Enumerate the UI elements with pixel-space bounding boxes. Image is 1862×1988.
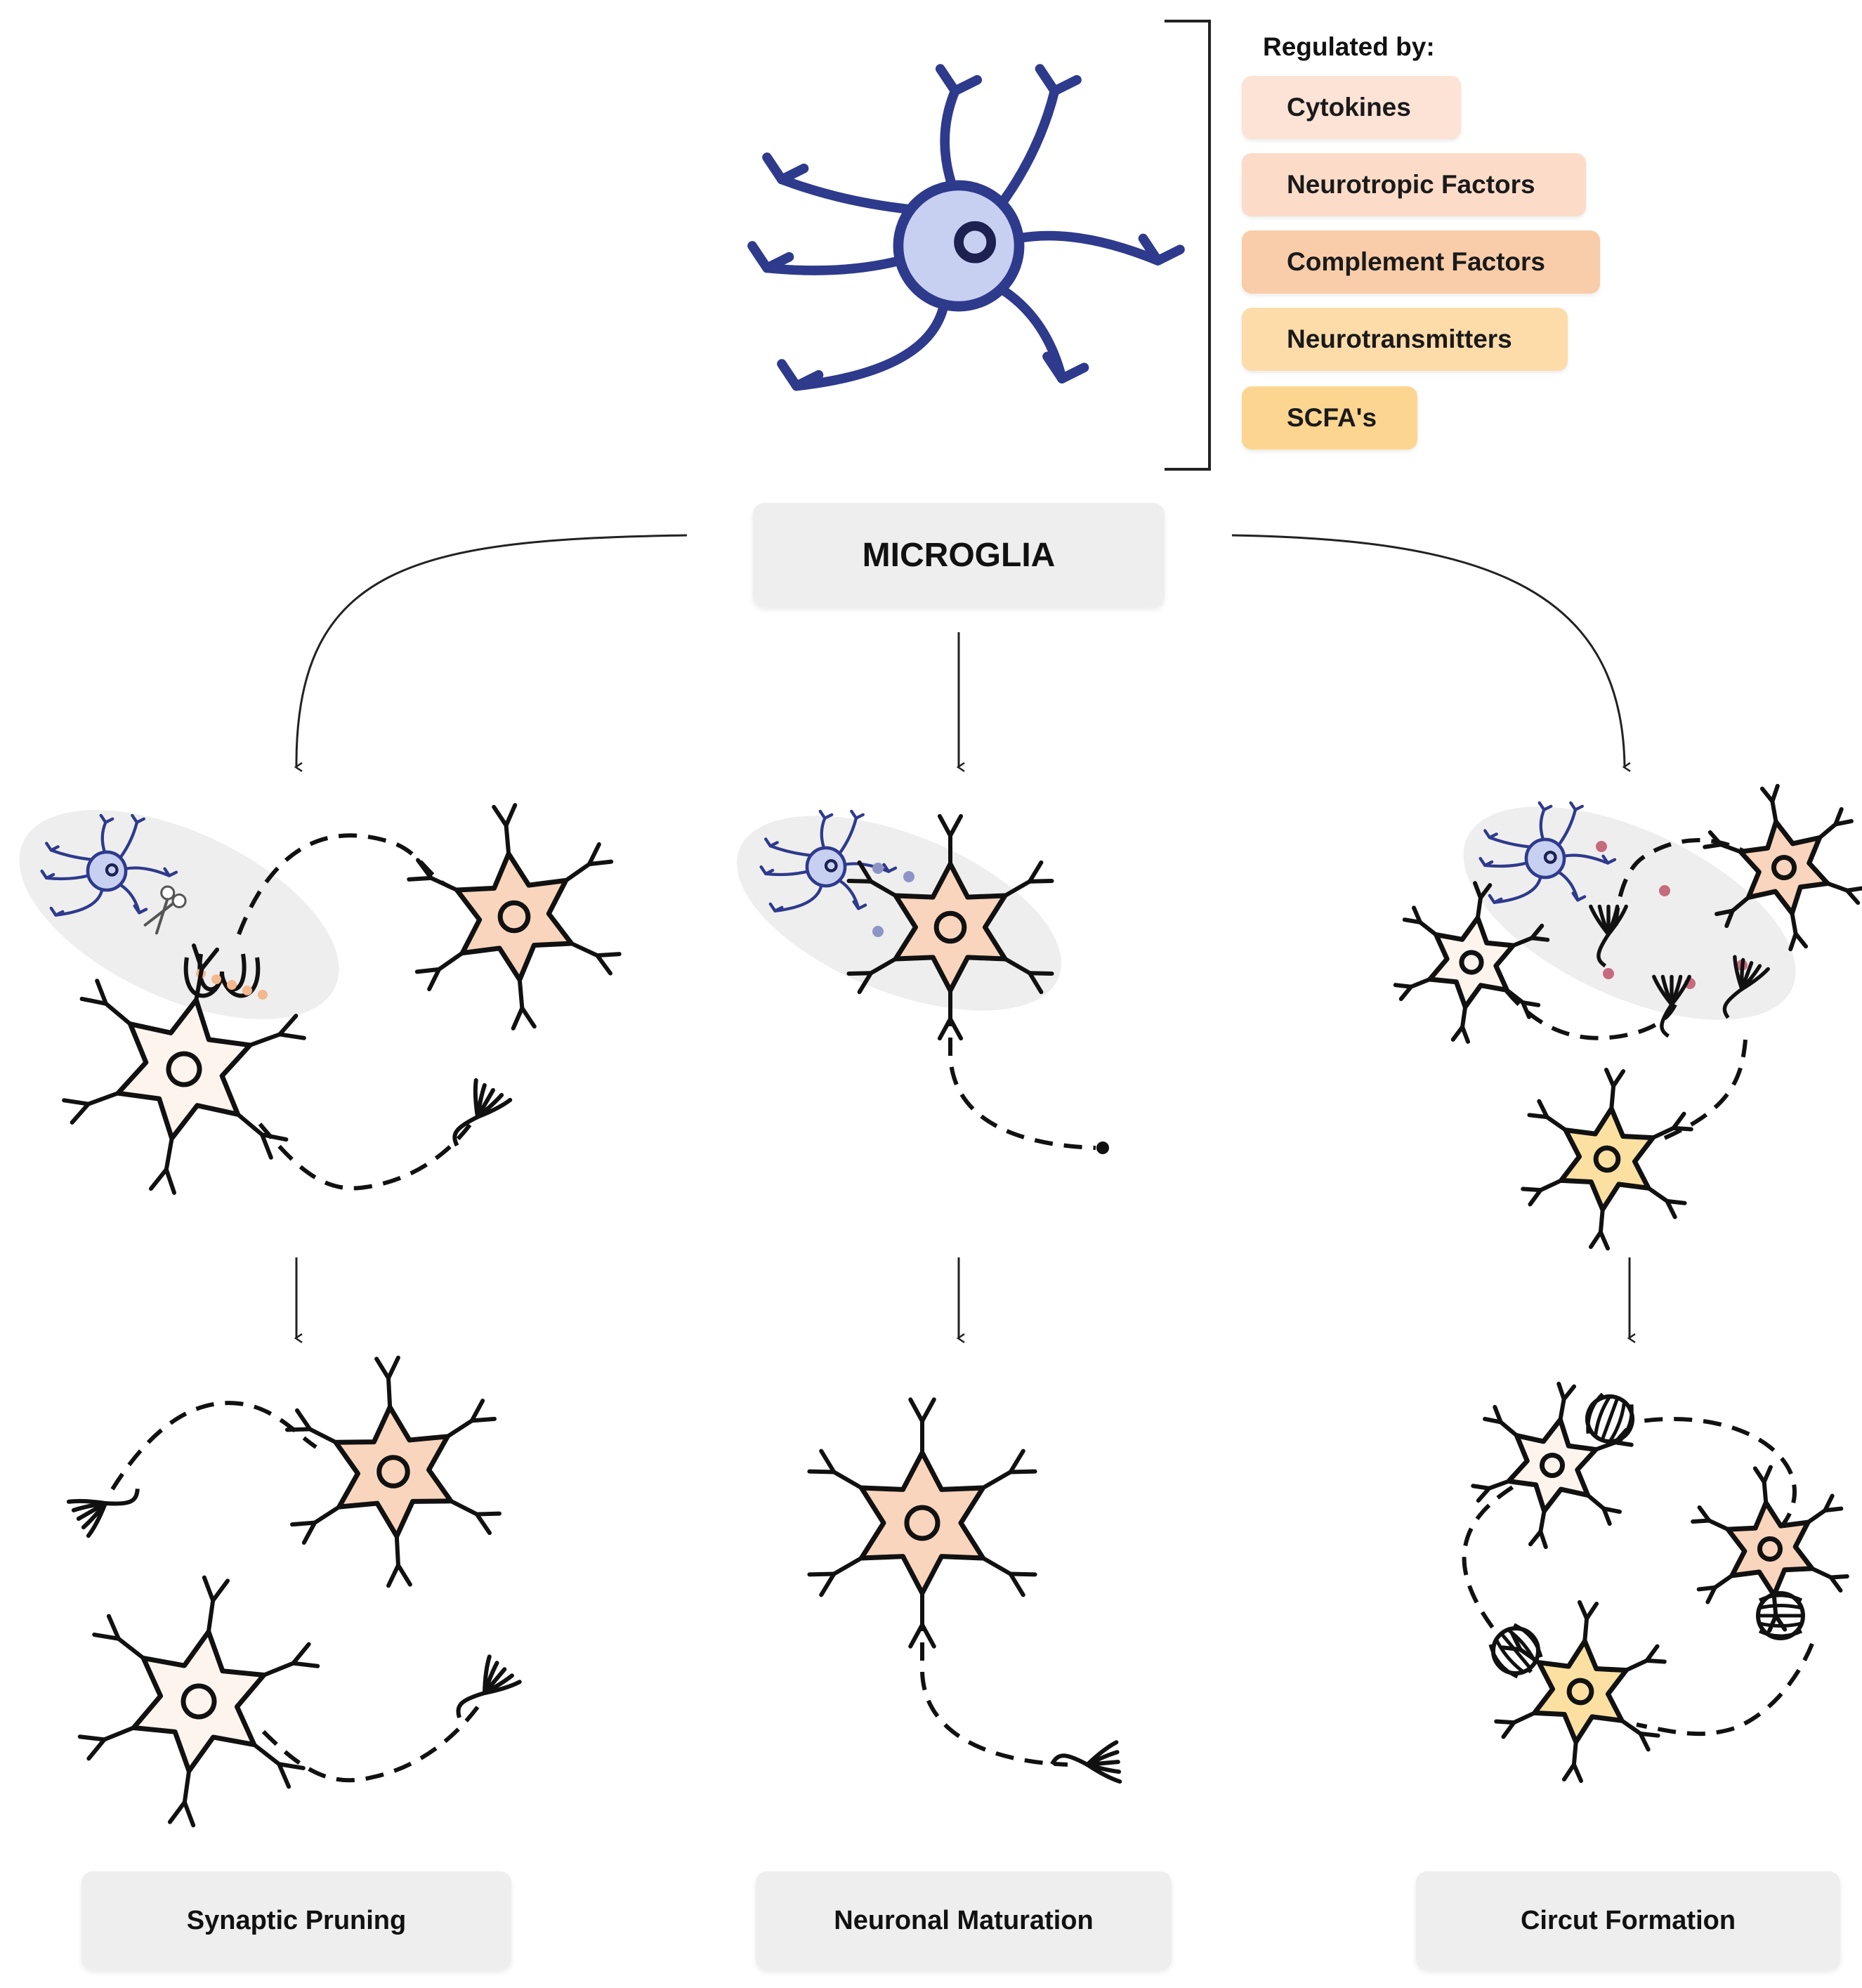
neuron-circuit-peach	[1703, 783, 1862, 952]
scissors-icon	[143, 885, 187, 935]
terminal-circuit-2	[1652, 974, 1691, 1038]
synapse-circuit-2	[1756, 1591, 1805, 1640]
factor-label: Neurotransmitters	[1287, 325, 1512, 353]
neuron-pruning-peach	[407, 803, 622, 1031]
factor-label: Complement Factors	[1287, 247, 1546, 276]
neuron-matured	[807, 1397, 1037, 1649]
synapse-circuit-1	[1585, 1392, 1634, 1446]
factor-label: Neurotropic Factors	[1287, 170, 1535, 199]
axon-matured	[920, 1613, 1068, 1767]
neuron-formed-cream	[1471, 1381, 1634, 1550]
factor-label: SCFA's	[1287, 403, 1377, 432]
terminal-pruned-bottom	[456, 1654, 522, 1718]
highlight-zone-circuit	[1463, 806, 1796, 1020]
microglia-circuit	[1479, 801, 1617, 904]
outcome-box-circuit: Circut Formation	[1416, 1871, 1840, 1970]
terminal-matured	[1050, 1740, 1122, 1784]
factor-neurotransmitters: Neurotransmitters	[1242, 308, 1568, 371]
terminal-circuit-1	[1589, 904, 1628, 968]
axon-pruned-bottom	[261, 1706, 480, 1783]
axon-pruned-top	[110, 1401, 317, 1491]
axon-pruning-bottom	[258, 1123, 473, 1191]
arrow-to-pruning	[296, 534, 688, 767]
terminal-pruning-bottom	[452, 1078, 513, 1147]
highlight-zone-maturation	[736, 816, 1062, 1011]
axon-circuit-c	[1663, 1039, 1748, 1140]
microglia-label-box: MICROGLIA	[753, 503, 1165, 607]
neuron-formed-yellow	[1494, 1600, 1667, 1784]
circuit-loop	[1462, 1417, 1814, 1737]
regulation-bracket	[1165, 20, 1211, 471]
factor-cytokines: Cytokines	[1242, 76, 1461, 139]
microglia-maturation	[759, 809, 898, 913]
neuron-maturation-before	[846, 813, 1054, 1041]
signal-dots-maturation	[872, 863, 914, 937]
terminal-pruned-top	[66, 1489, 140, 1538]
microglia-pruning	[40, 813, 178, 917]
regulation-title: Regulated by:	[1263, 32, 1435, 61]
factor-scfa: SCFA's	[1242, 386, 1417, 450]
microglia-main	[747, 64, 1185, 391]
terminal-circuit-3	[1722, 955, 1770, 1019]
neuron-circuit-cream	[1393, 881, 1550, 1044]
factor-label: Cytokines	[1287, 93, 1411, 122]
microglia-label: MICROGLIA	[862, 536, 1056, 574]
outcome-box-pruning: Synaptic Pruning	[81, 1871, 511, 1970]
outcome-label: Circut Formation	[1520, 1905, 1736, 1935]
neuron-pruned-peach	[284, 1355, 502, 1588]
neuron-formed-peach	[1691, 1465, 1849, 1633]
arrow-to-circuit	[1231, 534, 1625, 767]
neuron-pruning-cream	[62, 943, 306, 1195]
neuron-circuit-yellow	[1521, 1067, 1693, 1251]
outcome-label: Neuronal Maturation	[834, 1905, 1094, 1935]
axon-pruning-top	[237, 833, 451, 936]
outcome-label: Synaptic Pruning	[186, 1905, 407, 1935]
growth-cone	[1096, 1142, 1109, 1154]
outcome-box-maturation: Neuronal Maturation	[756, 1871, 1172, 1970]
factor-neurotropic: Neurotropic Factors	[1242, 153, 1586, 216]
axon-maturation-short	[948, 1008, 1096, 1150]
neuron-pruned-cream	[77, 1575, 320, 1828]
factor-complement: Complement Factors	[1242, 230, 1600, 294]
